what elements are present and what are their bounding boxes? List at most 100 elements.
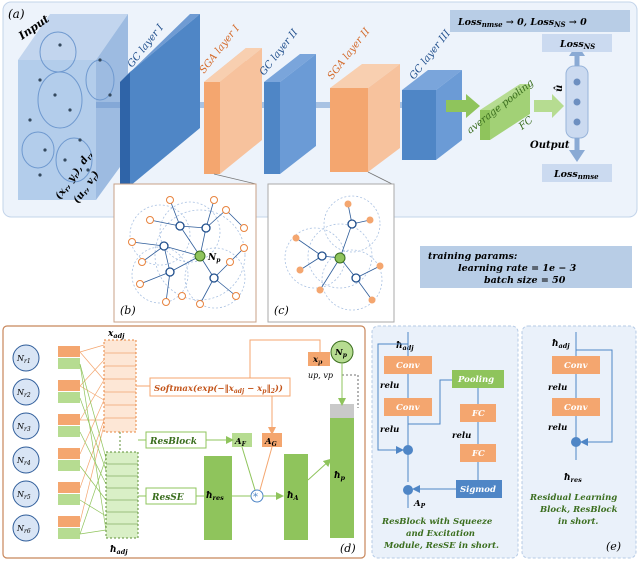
resse-pooling bbox=[452, 370, 504, 388]
up-vp-label: up, vp bbox=[308, 371, 333, 380]
loss-ns-text: LossNS bbox=[559, 39, 595, 51]
resblock-label: ResBlock bbox=[149, 437, 197, 447]
af-to-star bbox=[241, 446, 256, 491]
e-relu-1: relu bbox=[548, 383, 567, 393]
e-relu-2: relu bbox=[548, 423, 567, 433]
resse-caption-3: Module, ResSE in short. bbox=[383, 541, 499, 551]
gc-layer-3 bbox=[402, 70, 462, 160]
fc-block bbox=[480, 84, 530, 140]
panel-d-tag: (d) bbox=[340, 542, 356, 555]
resse-skip bbox=[377, 343, 408, 454]
output-label: Output bbox=[530, 140, 570, 151]
gc-layer-2 bbox=[264, 54, 316, 174]
e-caption-3: in short. bbox=[558, 517, 598, 527]
ag-to-star bbox=[259, 446, 273, 491]
gc-layer-1 bbox=[120, 14, 200, 196]
h-a-label: ħA bbox=[287, 491, 299, 502]
resse-label: ResSE bbox=[151, 493, 184, 503]
resse-fc-2 bbox=[460, 444, 496, 462]
resse-relu-1: relu bbox=[380, 381, 399, 391]
h-adj-label: ħadj bbox=[110, 545, 128, 556]
resse-caption-1: ResBlock with Squeeze bbox=[381, 517, 493, 527]
e-skip bbox=[576, 349, 613, 446]
sga-layer-1 bbox=[204, 48, 262, 174]
panel-b-frame bbox=[113, 183, 257, 323]
sga-layer-2 bbox=[330, 64, 400, 172]
input-cube bbox=[18, 14, 128, 200]
ag-box bbox=[262, 433, 282, 447]
resse-fc-1-label: FC bbox=[471, 409, 485, 419]
e-caption-2: Block, ResBlock bbox=[539, 505, 618, 515]
h-p-column bbox=[330, 418, 354, 538]
x-adj-matrix bbox=[103, 339, 137, 433]
zoom-line-c bbox=[367, 171, 393, 185]
svg-text:Nr3: Nr3 bbox=[16, 422, 31, 433]
resse-conv-2-label: Conv bbox=[396, 403, 421, 413]
xp-to-softmax bbox=[249, 339, 321, 378]
resse-relu-2: relu bbox=[380, 425, 399, 435]
e-conv-1 bbox=[552, 356, 600, 374]
svg-text:Nr6: Nr6 bbox=[16, 524, 31, 535]
resse-sigmod bbox=[456, 480, 502, 498]
svg-text:Nr5: Nr5 bbox=[16, 490, 31, 501]
svg-text:Nr4: Nr4 bbox=[16, 456, 31, 467]
panel-b-np-label: Np bbox=[207, 253, 221, 264]
avg-pooling-arrow bbox=[446, 94, 480, 118]
h-res-label: ħres bbox=[206, 491, 224, 502]
batch-size: batch size = 50 bbox=[484, 275, 566, 286]
star-label: * bbox=[253, 492, 258, 503]
svg-text:Nr2: Nr2 bbox=[16, 388, 31, 399]
training-params-box bbox=[420, 246, 632, 288]
panel-e-tag: (e) bbox=[606, 540, 621, 553]
xp-label: xp bbox=[312, 355, 323, 366]
e-h-res: ħres bbox=[564, 473, 582, 484]
h-a-column bbox=[284, 454, 308, 540]
resse-conv-1-label: Conv bbox=[396, 361, 421, 371]
resse-sigmod-label: Sigmod bbox=[460, 485, 496, 495]
neighbor-nodes bbox=[12, 344, 40, 542]
resse-conv-2 bbox=[384, 398, 432, 416]
e-conv-2-label: Conv bbox=[564, 403, 589, 413]
svg-text:Nr1: Nr1 bbox=[16, 354, 31, 365]
loss-target-box bbox=[450, 10, 630, 32]
resse-mult-op bbox=[403, 485, 413, 495]
up-vp-box bbox=[304, 368, 342, 382]
node-feature-pairs bbox=[58, 346, 80, 539]
softmax-box bbox=[149, 377, 291, 397]
ag-label: AG bbox=[264, 437, 277, 448]
resse-to-pool bbox=[408, 379, 452, 425]
h-res-column bbox=[204, 456, 232, 540]
ha-to-hp bbox=[307, 458, 332, 481]
af-label: AF bbox=[234, 437, 247, 448]
loss-target-text: Lossnmse → 0, LossNS → 0 bbox=[457, 17, 587, 29]
softmax-text: Softmax(exp(−‖xadj − xp‖2)) bbox=[154, 383, 283, 395]
x-adj-label: xadj bbox=[107, 329, 125, 340]
resse-pooling-label: Pooling bbox=[457, 375, 494, 385]
resse-add-op bbox=[403, 445, 413, 455]
feature-lines-green bbox=[79, 363, 107, 535]
resse-a-p: AP bbox=[413, 499, 426, 510]
learning-rate: learning rate = 1e − 3 bbox=[458, 263, 577, 274]
neighbor-node-labels: Nr1 Nr2 Nr3 Nr4 Nr5 Nr6 bbox=[16, 354, 31, 535]
h-p-gray bbox=[330, 404, 354, 418]
resse-fc-2-label: FC bbox=[471, 449, 485, 459]
output-uv-hat: û bbox=[554, 85, 565, 92]
loss-nmse-box bbox=[542, 164, 612, 182]
resse-conv-1 bbox=[384, 356, 432, 374]
af-box bbox=[232, 433, 252, 447]
xp-box bbox=[308, 352, 330, 366]
panel-c-tag: (c) bbox=[274, 304, 289, 317]
resse-caption-2: and Excitation bbox=[406, 529, 475, 539]
resse-relu-3: relu bbox=[452, 431, 471, 441]
h-adj-matrix bbox=[105, 451, 139, 539]
training-params-title: training params: bbox=[428, 251, 517, 262]
panel-b-tag: (b) bbox=[120, 304, 136, 317]
h-p-label: ħp bbox=[334, 471, 346, 482]
zoom-line-b bbox=[213, 173, 257, 185]
panel-b-nodes bbox=[128, 196, 248, 308]
fc-arrow bbox=[534, 94, 564, 118]
loss-nmse-text: Lossnmse bbox=[553, 169, 599, 181]
e-add-op bbox=[571, 437, 581, 447]
e-caption-1: Residual Learning bbox=[529, 493, 617, 503]
